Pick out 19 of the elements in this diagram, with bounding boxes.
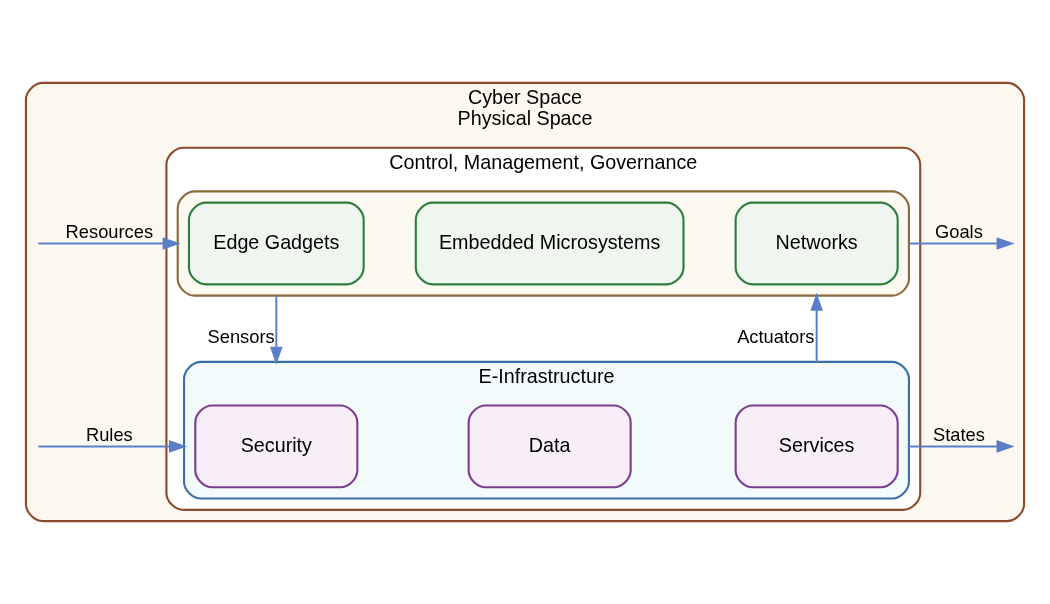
edge-label: Rules — [85, 424, 133, 446]
node-box: Embedded Microsystems — [414, 201, 685, 286]
arrow — [270, 294, 283, 365]
edge-label: Sensors — [207, 326, 275, 348]
node-box: Security — [194, 404, 359, 489]
arrow — [37, 440, 187, 453]
arrow — [37, 237, 181, 250]
edge-label: Resources — [65, 221, 154, 243]
node-box: Networks — [734, 201, 899, 286]
node-box: Services — [734, 404, 899, 489]
arrow — [907, 237, 1015, 250]
node-box: Edge Gadgets — [187, 201, 365, 286]
node-box: Data — [467, 404, 632, 489]
edge-label: States — [933, 424, 985, 446]
cluster — [176, 190, 910, 297]
arrow — [810, 292, 823, 363]
arrow — [907, 440, 1015, 453]
edge-label: Goals — [935, 221, 983, 243]
edge-label: Actuators — [737, 326, 815, 348]
